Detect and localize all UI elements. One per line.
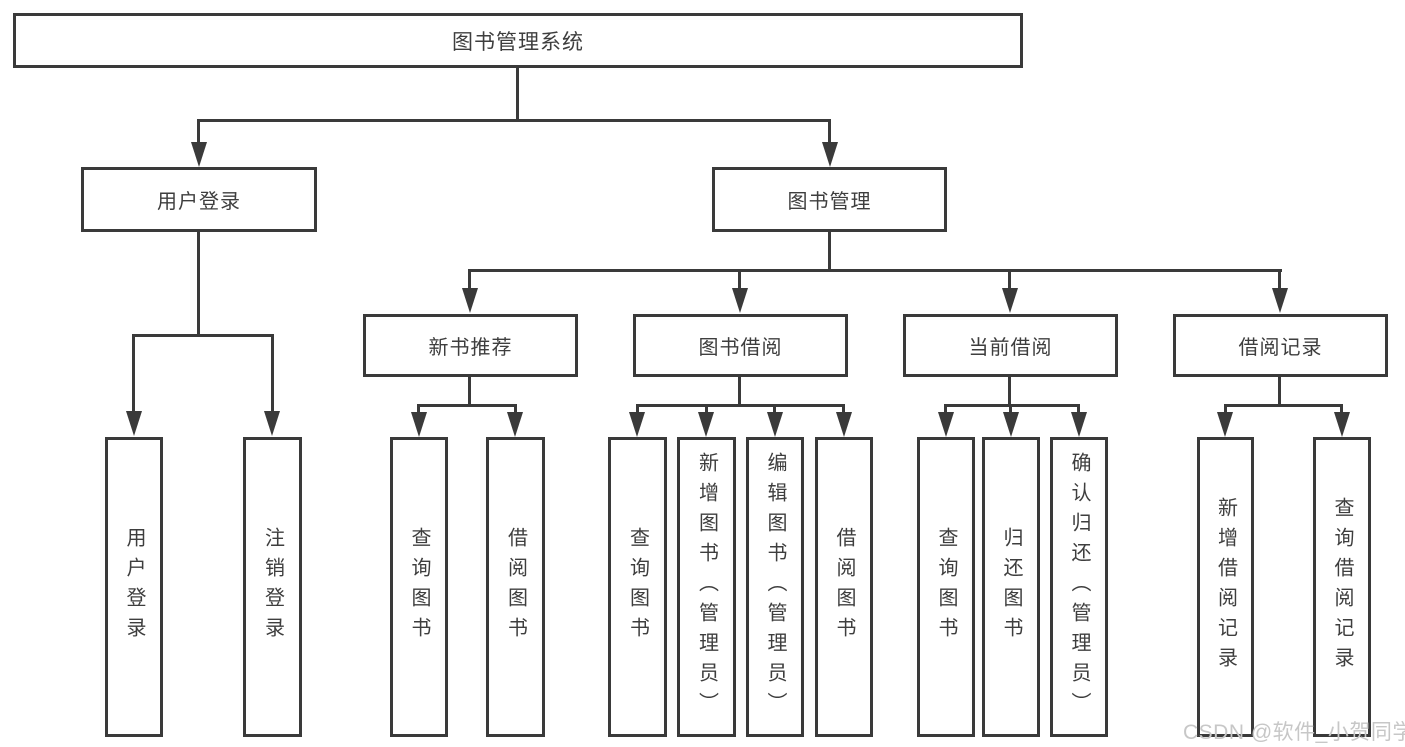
leaf-edit-book-admin-label: 编辑图书（管理员）	[764, 452, 786, 722]
connector-new-book-stem	[468, 377, 471, 406]
connector-leaf-c1-drop	[636, 404, 639, 414]
arrowhead-leaf-c4-icon	[836, 412, 852, 437]
connector-book-mgmt-drop	[828, 119, 831, 145]
arrowhead-leaf-c3-icon	[767, 412, 783, 437]
node-library-management-system: 图书管理系统	[13, 13, 1023, 68]
leaf-user-login: 用户登录	[105, 437, 163, 737]
leaf-add-borrow-record: 新增借阅记录	[1197, 437, 1254, 737]
arrowhead-leaf-b2-icon	[507, 412, 523, 437]
arrowhead-borrow-records-icon	[1272, 288, 1288, 313]
leaf-query-books-recommend-label: 查询图书	[408, 527, 430, 647]
arrowhead-leaf-logout-icon	[264, 411, 280, 436]
connector-leaf-c2-drop	[705, 404, 708, 414]
arrowhead-leaf-e2-icon	[1334, 412, 1350, 437]
leaf-confirm-return-admin-label: 确认归还（管理员）	[1068, 452, 1090, 722]
connector-leaf-e1-drop	[1224, 404, 1227, 414]
arrowhead-current-borrow-icon	[1002, 288, 1018, 313]
leaf-logout-label: 注销登录	[261, 527, 284, 647]
connector-leaf-d3-drop	[1077, 404, 1080, 414]
arrowhead-new-book-icon	[462, 288, 478, 313]
connector-new-book-bar	[418, 404, 517, 407]
node-borrow-records: 借阅记录	[1173, 314, 1388, 377]
leaf-add-borrow-record-label: 新增借阅记录	[1214, 497, 1237, 677]
connector-leaf-b2-drop	[514, 404, 517, 414]
node-new-book-recommend: 新书推荐	[363, 314, 578, 377]
connector-book-borrow-bar	[636, 404, 844, 407]
leaf-borrow-books-label: 借阅图书	[833, 527, 855, 647]
arrowhead-book-mgmt-icon	[822, 142, 838, 167]
connector-leaf-user-login-drop	[132, 334, 135, 412]
node-book-borrow: 图书借阅	[633, 314, 848, 377]
arrowhead-leaf-c1-icon	[629, 412, 645, 437]
node-current-borrow: 当前借阅	[903, 314, 1118, 377]
leaf-query-borrow-record-label: 查询借阅记录	[1331, 497, 1353, 677]
leaf-query-books-borrow: 查询图书	[608, 437, 667, 737]
leaf-add-book-admin: 新增图书（管理员）	[677, 437, 736, 737]
leaf-borrow-books-recommend-label: 借阅图书	[504, 527, 527, 647]
connector-leaf-c4-drop	[842, 404, 845, 414]
arrowhead-leaf-c2-icon	[698, 412, 714, 437]
leaf-query-books-current-label: 查询图书	[935, 527, 957, 647]
leaf-edit-book-admin: 编辑图书（管理员）	[746, 437, 804, 737]
connector-new-book-drop	[468, 269, 471, 290]
connector-book-mgmt-stem	[828, 232, 831, 271]
node-book-management: 图书管理	[712, 167, 947, 232]
leaf-query-books-borrow-label: 查询图书	[626, 527, 649, 647]
leaf-borrow-books-recommend: 借阅图书	[486, 437, 545, 737]
connector-leaf-d1-drop	[944, 404, 947, 414]
arrowhead-leaf-user-login-icon	[126, 411, 142, 436]
connector-user-login-drop	[197, 119, 200, 145]
arrowhead-leaf-d3-icon	[1071, 412, 1087, 437]
leaf-query-books-recommend: 查询图书	[390, 437, 448, 737]
leaf-confirm-return-admin: 确认归还（管理员）	[1050, 437, 1108, 737]
connector-leaf-c3-drop	[773, 404, 776, 414]
leaf-logout: 注销登录	[243, 437, 302, 737]
connector-book-borrow-stem	[738, 377, 741, 406]
connector-leaf-e2-drop	[1340, 404, 1343, 414]
leaf-borrow-books: 借阅图书	[815, 437, 873, 737]
connector-level2-bar	[469, 269, 1282, 272]
arrowhead-book-borrow-icon	[732, 288, 748, 313]
connector-current-borrow-bar	[944, 404, 1080, 407]
connector-user-login-bar	[132, 334, 274, 337]
connector-current-borrow-stem	[1008, 377, 1011, 406]
connector-current-borrow-drop	[1008, 269, 1011, 290]
leaf-query-books-current: 查询图书	[917, 437, 975, 737]
arrowhead-user-login-icon	[191, 142, 207, 167]
leaf-return-books-label: 归还图书	[1000, 527, 1022, 647]
connector-level1-bar	[197, 119, 831, 122]
connector-root-stem	[516, 68, 519, 120]
leaf-user-login-label: 用户登录	[123, 527, 145, 647]
leaf-query-borrow-record: 查询借阅记录	[1313, 437, 1371, 737]
arrowhead-leaf-e1-icon	[1217, 412, 1233, 437]
connector-leaf-d2-drop	[1009, 404, 1012, 414]
connector-user-login-stem	[197, 232, 200, 336]
connector-borrow-records-stem	[1278, 377, 1281, 406]
connector-leaf-logout-drop	[271, 334, 274, 412]
watermark: CSDN @软件_小贺同学	[1183, 721, 1405, 744]
node-user-login: 用户登录	[81, 167, 317, 232]
arrowhead-leaf-b1-icon	[411, 412, 427, 437]
arrowhead-leaf-d1-icon	[938, 412, 954, 437]
connector-leaf-b1-drop	[417, 404, 420, 414]
connector-borrow-records-drop	[1278, 269, 1281, 290]
arrowhead-leaf-d2-icon	[1003, 412, 1019, 437]
leaf-add-book-admin-label: 新增图书（管理员）	[695, 452, 718, 722]
connector-book-borrow-drop	[738, 269, 741, 290]
connector-borrow-records-bar	[1224, 404, 1343, 407]
leaf-return-books: 归还图书	[982, 437, 1040, 737]
